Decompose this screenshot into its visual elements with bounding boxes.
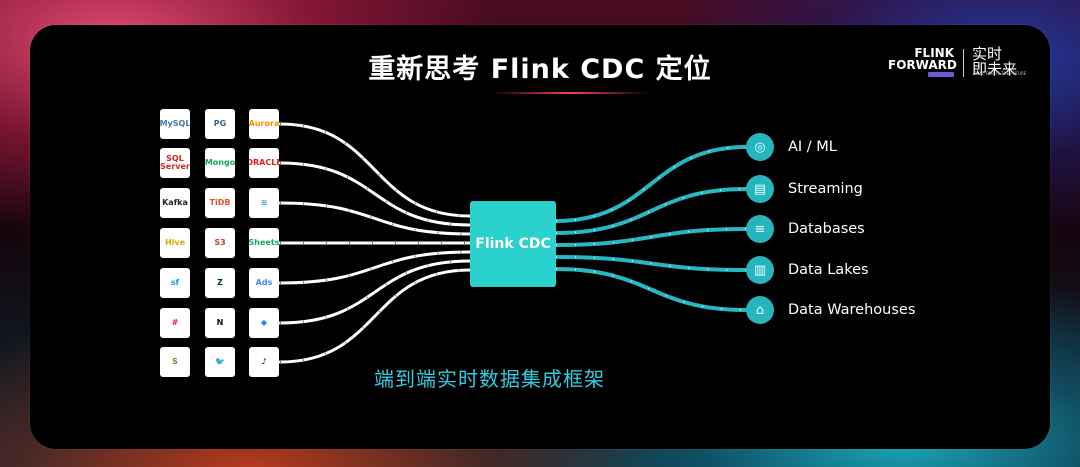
subtitle: 端到端实时数据集成框架: [374, 367, 605, 391]
mysql-logo: MySQL: [160, 109, 190, 139]
source-stream-line: [278, 268, 472, 364]
tidb-logo: TiDB: [205, 188, 235, 218]
wave-logo: ≋: [249, 188, 279, 218]
source-logo-text: sf: [170, 278, 180, 287]
amazon-aurora-logo: Aurora: [249, 109, 279, 139]
source-stream-line: [278, 201, 472, 236]
slide-title: 重新思考 Flink CDC 定位: [368, 54, 712, 85]
lake-icon: ▥: [746, 256, 774, 284]
logo-sub-badge: [928, 72, 954, 77]
source-stream-line: [278, 161, 472, 227]
destination-stream-line: [554, 267, 748, 312]
logo-divider: [963, 49, 964, 77]
source-logo-text: N: [216, 318, 224, 327]
slide-card: 重新思考 Flink CDC 定位 FLINK FORWARD 实时 即未来 R…: [30, 25, 1050, 449]
source-logo-text: Ads: [255, 278, 273, 287]
source-stream-dots: [279, 269, 471, 363]
destination-label: Databases: [788, 221, 865, 237]
flow-lines: [278, 122, 748, 364]
stream-icon: ▤: [746, 175, 774, 203]
flink-cdc-box: Flink CDC: [470, 201, 556, 287]
source-logo-text: #: [171, 318, 179, 327]
destination-label: Streaming: [788, 181, 863, 197]
source-logo-text: PG: [213, 119, 227, 128]
source-logo-text: Mongo: [205, 158, 235, 167]
destination-item: ◎ AI / ML: [746, 132, 837, 162]
destination-stream-dots: [555, 256, 747, 271]
logo-brand: FLINK FORWARD: [888, 46, 957, 72]
shopify-logo: S: [160, 347, 190, 377]
zendesk-logo: Z: [205, 268, 235, 298]
source-logo-text: S3: [214, 238, 226, 247]
source-logo-text: Aurora: [249, 119, 279, 128]
amazon-s3-logo: S3: [205, 228, 235, 258]
twitter-logo: 🐦: [205, 347, 235, 377]
destination-stream-line: [554, 145, 748, 223]
source-logo-text: Sheets: [249, 238, 279, 247]
source-logo-text: Kafka: [162, 198, 188, 207]
salesforce-logo: sf: [160, 268, 190, 298]
flink-cdc-label: Flink CDC: [475, 236, 551, 252]
sql-server-logo: SQL Server: [160, 148, 190, 178]
source-logo-text: Hive: [164, 238, 186, 247]
source-stream-line: [278, 259, 472, 325]
destination-item: ▥ Data Lakes: [746, 255, 869, 285]
source-logo-text: TiDB: [209, 198, 231, 207]
destination-lines: [554, 145, 748, 312]
notion-logo: N: [205, 308, 235, 338]
destination-item: ⌂ Data Warehouses: [746, 295, 915, 325]
database-icon: ≡: [746, 215, 774, 243]
destination-stream-dots: [555, 228, 747, 246]
postgresql-logo: PG: [205, 109, 235, 139]
source-stream-line: [278, 250, 472, 285]
destination-label: Data Warehouses: [788, 302, 916, 318]
source-logo-text: SQL Server: [160, 154, 190, 171]
hive-logo: Hive: [160, 228, 190, 258]
source-logo-text: ORACLE: [249, 158, 279, 167]
kafka-logo: Kafka: [160, 188, 190, 218]
mongodb-logo: Mongo: [205, 148, 235, 178]
source-logo-text: ≋: [260, 198, 268, 207]
brain-icon: ◎: [746, 133, 774, 161]
source-lines: [278, 122, 472, 364]
source-logo-text: ♪: [261, 357, 267, 366]
destination-label: AI / ML: [788, 139, 837, 155]
jira-logo: ◆: [249, 308, 279, 338]
google-ads-logo: Ads: [249, 268, 279, 298]
source-stream-dots: [279, 123, 471, 217]
source-logo-text: Z: [217, 278, 223, 287]
source-logo-text: 🐦: [215, 357, 225, 366]
logo-slogan-en: REAL-TIME IS THE FUTURE: [974, 71, 1027, 76]
source-stream-line: [278, 122, 472, 218]
oracle-logo: ORACLE: [249, 148, 279, 178]
source-logo-text: S: [172, 357, 178, 366]
tiktok-logo: ♪: [249, 347, 279, 377]
destination-label: Data Lakes: [788, 262, 869, 278]
destination-item: ≡ Databases: [746, 214, 865, 244]
destination-stream-line: [554, 187, 748, 235]
warehouse-icon: ⌂: [746, 296, 774, 324]
destination-item: ▤ Streaming: [746, 174, 863, 204]
source-logo-text: ◆: [260, 318, 268, 327]
logo-slogan-cn: 实时 即未来: [972, 45, 1018, 78]
flink-forward-logo: FLINK FORWARD 实时 即未来 REAL-TIME IS THE FU…: [888, 47, 1038, 81]
google-sheets-logo: Sheets: [249, 228, 279, 258]
slack-logo: #: [160, 308, 190, 338]
title-underline: [490, 92, 650, 94]
source-logo-text: MySQL: [160, 119, 190, 128]
